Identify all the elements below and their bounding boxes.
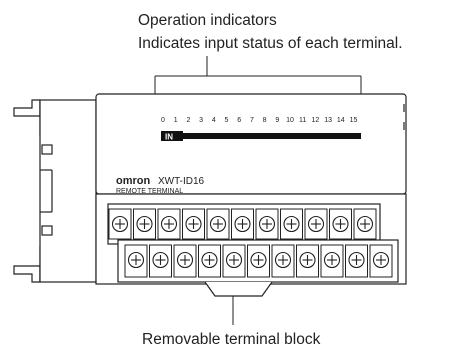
terminal-screw: [296, 244, 319, 278]
upper-terminal-row: [108, 208, 377, 240]
terminal-screw: [320, 244, 344, 278]
indicator-number: 9: [275, 117, 279, 124]
terminal-screw: [108, 208, 132, 240]
terminal-screw: [157, 208, 181, 240]
brand-logo: omron: [116, 175, 151, 187]
indicator-number: 14: [337, 117, 345, 124]
indicator-number: 15: [350, 117, 358, 124]
indicator-number: 2: [186, 117, 190, 124]
callout-indicators-title: Operation indicators: [138, 12, 277, 29]
terminal-screw: [345, 244, 368, 278]
callout-indicators-desc: Indicates input status of each terminal.: [138, 35, 403, 52]
indicator-bar: IN: [161, 131, 361, 142]
model-name: XWT-ID16: [158, 176, 205, 187]
indicator-number: 13: [324, 117, 332, 124]
terminal-screw: [149, 244, 172, 278]
indicator-number: 8: [263, 117, 267, 124]
callout-terminal-block: Removable terminal block: [142, 331, 321, 348]
indicator-number: 3: [199, 117, 203, 124]
indicator-number: 10: [286, 117, 294, 124]
terminal-screw: [255, 208, 279, 240]
terminal-screw: [247, 244, 270, 278]
din-clip-top: [13, 99, 41, 136]
indicator-number: 1: [174, 117, 178, 124]
indicator-number: 12: [312, 117, 320, 124]
indicator-number: 0: [161, 117, 165, 124]
terminal-screw: [369, 244, 393, 278]
terminal-screw: [304, 208, 328, 240]
terminal-screw: [280, 208, 303, 240]
indicator-number: 11: [299, 117, 306, 124]
terminal-screw: [198, 244, 221, 278]
terminal-screw: [353, 208, 377, 240]
side-mount-bracket: [39, 99, 97, 283]
in-label: IN: [165, 133, 173, 142]
model-subtitle: REMOTE TERMINAL: [116, 188, 183, 195]
indicator-number: 6: [237, 117, 241, 124]
terminal-screw: [133, 208, 156, 240]
indicator-number: 5: [225, 117, 229, 124]
terminal-screw: [231, 208, 254, 240]
terminal-screw: [206, 208, 230, 240]
indicator-number: 7: [250, 117, 254, 124]
terminal-screw: [173, 244, 197, 278]
terminal-block-latch: [204, 281, 273, 297]
lower-terminal-row: [124, 244, 393, 278]
indicator-number: 4: [212, 117, 216, 124]
terminal-screw: [271, 244, 295, 278]
terminal-screw: [222, 244, 246, 278]
terminal-screw: [182, 208, 205, 240]
terminal-screw: [329, 208, 352, 240]
terminal-screw: [124, 244, 148, 278]
din-clip-bottom: [13, 246, 41, 283]
